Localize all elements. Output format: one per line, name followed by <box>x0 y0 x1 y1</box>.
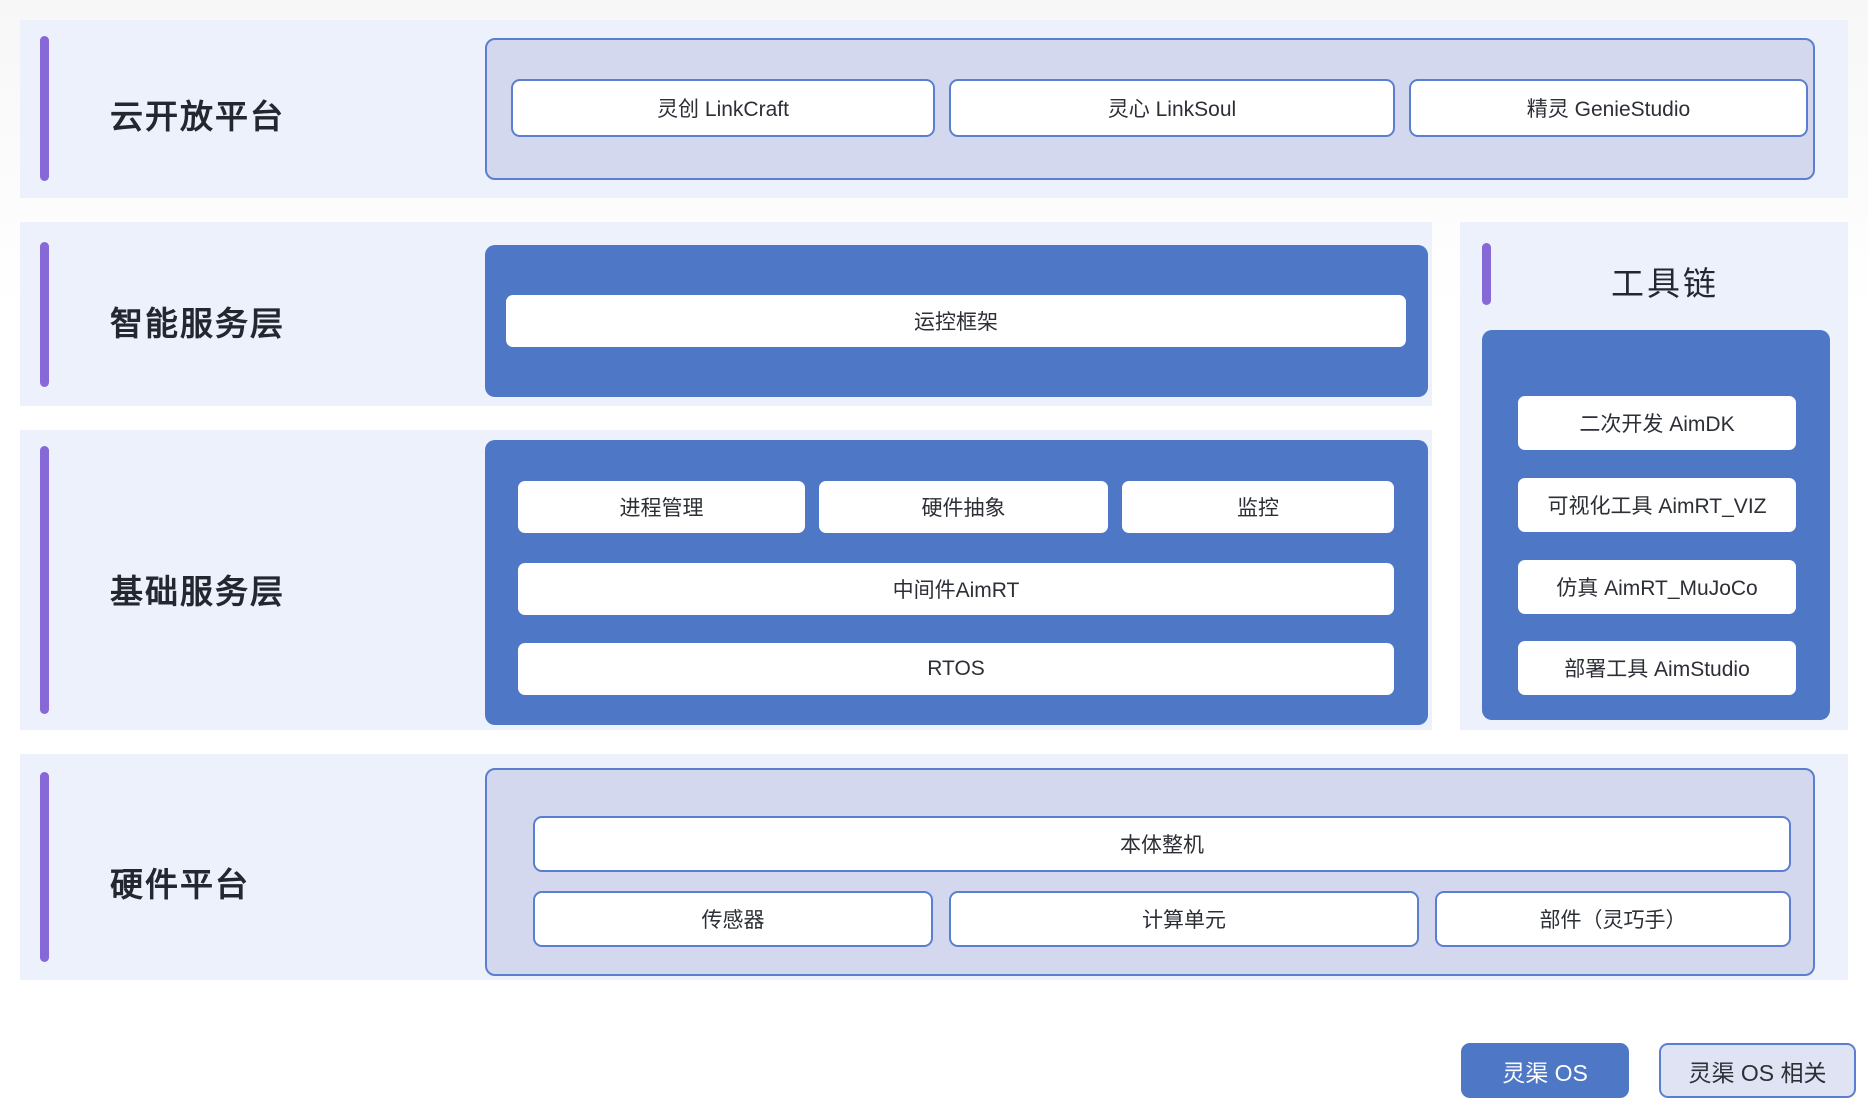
base-service-item-middleware-aimrt[interactable]: 中间件AimRT <box>518 563 1394 615</box>
accent-bar-intelligent-service <box>40 242 49 387</box>
base-service-item-process-management[interactable]: 进程管理 <box>518 481 805 533</box>
accent-bar-hardware-platform <box>40 772 49 962</box>
layer-title-base-service: 基础服务层 <box>110 573 285 610</box>
toolchain-title: 工具链 <box>1611 265 1719 302</box>
hardware-platform-item-main-body[interactable]: 本体整机 <box>533 816 1791 872</box>
toolchain-item-aimdk[interactable]: 二次开发 AimDK <box>1518 396 1796 450</box>
hardware-platform-item-sensors[interactable]: 传感器 <box>533 891 933 947</box>
toolchain-item-aimrt-viz[interactable]: 可视化工具 AimRT_VIZ <box>1518 478 1796 532</box>
toolchain-item-aimstudio[interactable]: 部署工具 AimStudio <box>1518 641 1796 695</box>
intelligent-service-item-motion-control-framework[interactable]: 运控框架 <box>506 295 1406 347</box>
layer-title-cloud-platform: 云开放平台 <box>110 98 285 135</box>
base-service-item-hardware-abstraction[interactable]: 硬件抽象 <box>819 481 1108 533</box>
accent-bar-cloud-platform <box>40 36 49 181</box>
layer-title-hardware-platform: 硬件平台 <box>110 866 250 903</box>
base-service-item-rtos[interactable]: RTOS <box>518 643 1394 695</box>
legend-lingqu-os-related[interactable]: 灵渠 OS 相关 <box>1659 1043 1856 1098</box>
hardware-platform-item-dexterous-hand[interactable]: 部件（灵巧手） <box>1435 891 1791 947</box>
base-service-item-monitoring[interactable]: 监控 <box>1122 481 1394 533</box>
layer-title-intelligent-service: 智能服务层 <box>110 305 285 342</box>
hardware-platform-item-compute-unit[interactable]: 计算单元 <box>949 891 1419 947</box>
toolchain-item-aimrt-mujoco[interactable]: 仿真 AimRT_MuJoCo <box>1518 560 1796 614</box>
legend-lingqu-os[interactable]: 灵渠 OS <box>1461 1043 1629 1098</box>
accent-bar-base-service <box>40 446 49 714</box>
accent-bar-toolchain <box>1482 243 1491 305</box>
cloud-platform-item-geniestudio[interactable]: 精灵 GenieStudio <box>1409 79 1808 137</box>
cloud-platform-item-linkcraft[interactable]: 灵创 LinkCraft <box>511 79 935 137</box>
cloud-platform-item-linksoul[interactable]: 灵心 LinkSoul <box>949 79 1395 137</box>
